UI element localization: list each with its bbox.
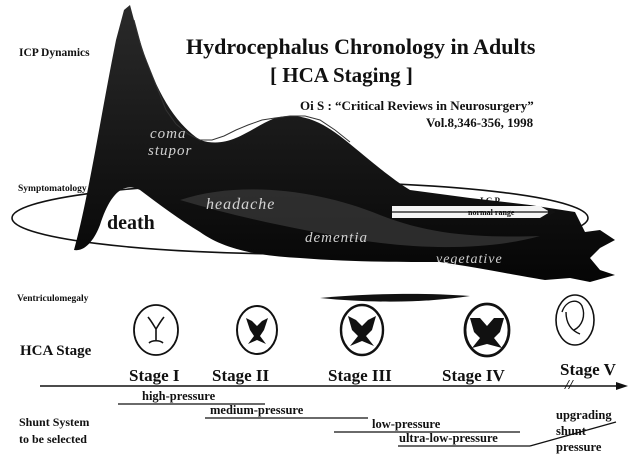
pressure-low: low-pressure <box>372 417 440 432</box>
symptom-stupor: stupor <box>148 143 192 160</box>
symptom-coma: coma <box>150 126 187 143</box>
stage-timeline-arrowhead <box>616 382 628 390</box>
diagram-subtitle: [ HCA Staging ] <box>270 63 413 88</box>
stage-5-brain <box>556 295 594 345</box>
pressure-ultra-low: ultra-low-pressure <box>399 431 498 446</box>
symptom-dementia: dementia <box>305 230 368 247</box>
stage-3-brain <box>341 305 383 355</box>
stage-3-label: Stage III <box>328 366 392 386</box>
icp-normal-range-label: normal range <box>468 208 514 217</box>
upgrading-line-1: upgrading <box>556 408 612 423</box>
citation-line-2: Vol.8,346-356, 1998 <box>426 115 533 131</box>
stage-2-label: Stage II <box>212 366 269 386</box>
pressure-high: high-pressure <box>142 389 215 404</box>
icp-label: I C P <box>480 196 500 206</box>
label-hca-stage: HCA Stage <box>20 343 91 360</box>
symptom-death: death <box>107 212 155 235</box>
stage-2-brain <box>237 306 277 354</box>
diagram-title: Hydrocephalus Chronology in Adults <box>186 34 535 60</box>
ventriculomegaly-streak <box>320 294 470 302</box>
pressure-medium: medium-pressure <box>210 403 303 418</box>
stage-4-label: Stage IV <box>442 366 505 386</box>
symptom-headache: headache <box>206 196 275 214</box>
label-shunt-selected: to be selected <box>19 432 87 447</box>
stage-1-label: Stage I <box>129 366 180 386</box>
symptom-vegetative: vegetative <box>436 252 503 268</box>
timeline-break-mark: // <box>565 378 573 394</box>
stage-5-label: Stage V <box>560 360 616 380</box>
label-ventriculomegaly: Ventriculomegaly <box>17 294 88 304</box>
stage-1-brain <box>134 305 178 355</box>
label-symptomatology: Symptomatology <box>18 184 87 194</box>
label-shunt-system: Shunt System <box>19 415 89 430</box>
label-icp-dynamics: ICP Dynamics <box>19 47 90 59</box>
stage-4-brain <box>465 304 509 356</box>
citation-line-1: Oi S : “Critical Reviews in Neurosurgery… <box>300 98 534 114</box>
upgrading-line-2: shunt <box>556 424 586 439</box>
upgrading-line-3: pressure <box>556 440 601 455</box>
